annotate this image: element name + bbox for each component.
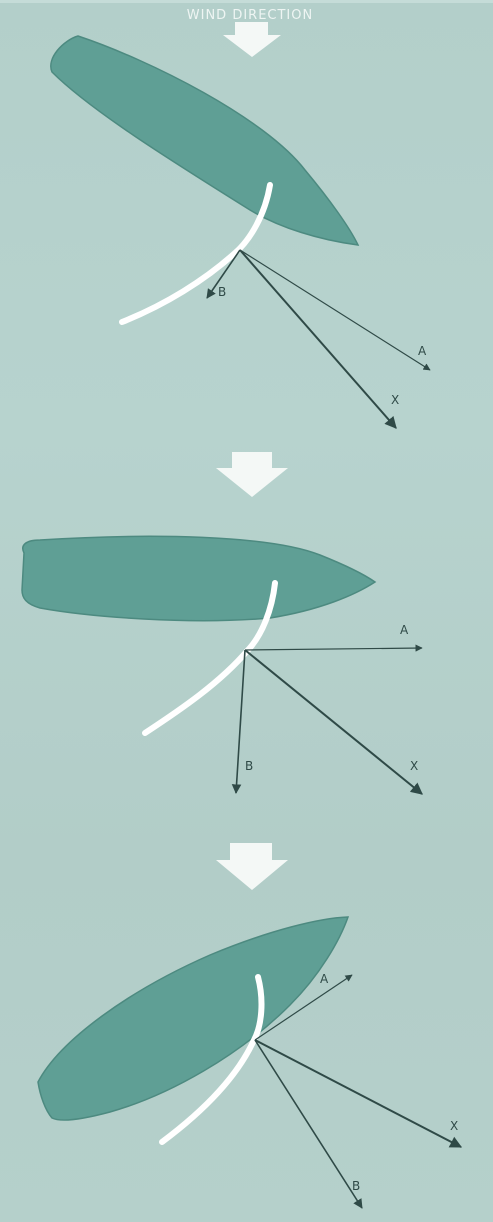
diagram-3: A X B xyxy=(38,917,461,1208)
boat-hull-2 xyxy=(22,536,375,620)
force-arrow-x-1 xyxy=(240,250,396,428)
force-arrow-b-2 xyxy=(236,650,245,793)
label-a-2: A xyxy=(400,623,409,637)
label-x-3: X xyxy=(450,1119,458,1133)
force-arrow-x-2 xyxy=(245,650,422,794)
label-b-1: B xyxy=(218,285,226,299)
force-arrow-a-2 xyxy=(245,648,422,650)
label-b-3: B xyxy=(352,1179,360,1193)
wind-direction-title: WIND DIRECTION xyxy=(150,8,350,23)
wind-arrow-icon-1 xyxy=(223,22,281,57)
boat-hull-3 xyxy=(38,917,348,1120)
force-arrow-x-3 xyxy=(255,1040,461,1147)
label-x-2: X xyxy=(410,759,418,773)
label-a-1: A xyxy=(418,344,427,358)
diagram-1: B A X xyxy=(51,36,430,428)
force-arrow-b-3 xyxy=(255,1040,362,1208)
label-b-2: B xyxy=(245,759,253,773)
label-x-1: X xyxy=(391,393,399,407)
wind-arrow-icon-2 xyxy=(216,452,288,497)
label-a-3: A xyxy=(320,972,329,986)
diagram-2: A B X xyxy=(22,536,422,794)
wind-arrow-icon-3 xyxy=(216,843,288,890)
boat-hull-1 xyxy=(51,36,358,245)
force-arrow-a-1 xyxy=(240,250,430,370)
